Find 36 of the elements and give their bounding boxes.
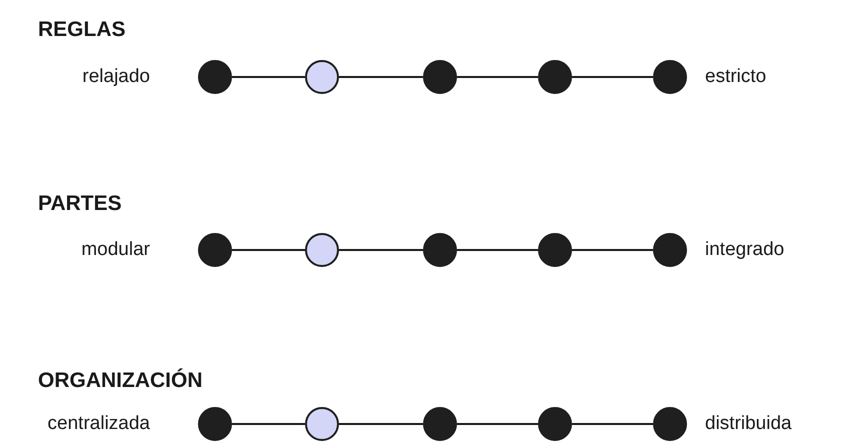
scale-dot — [198, 60, 232, 94]
scale-end-label: estricto — [705, 65, 766, 89]
connector-line — [572, 423, 653, 425]
selected-scale-dot — [305, 407, 339, 441]
scale-dot — [423, 407, 457, 441]
connector-line — [457, 423, 538, 425]
scale-end-label: integrado — [705, 238, 784, 262]
scale-dot — [653, 407, 687, 441]
scale-dot — [423, 233, 457, 267]
scale-heading: ORGANIZACIÓN — [38, 369, 202, 393]
scale-dot — [653, 60, 687, 94]
connector-line — [457, 249, 538, 251]
scale-dot — [653, 233, 687, 267]
scale-end-label: centralizada — [48, 412, 150, 436]
connector-line — [572, 76, 653, 78]
connector-line — [232, 76, 305, 78]
connector-line — [232, 249, 305, 251]
selected-scale-dot — [305, 233, 339, 267]
scale-dot — [198, 233, 232, 267]
connector-line — [339, 423, 423, 425]
connector-line — [457, 76, 538, 78]
scale-heading: REGLAS — [38, 18, 126, 42]
scale-dot — [538, 60, 572, 94]
selected-scale-dot — [305, 60, 339, 94]
connector-line — [339, 249, 423, 251]
scale-heading: PARTES — [38, 192, 122, 216]
scale-end-label: distribuida — [705, 412, 792, 436]
scale-end-label: modular — [81, 238, 150, 262]
scale-dot — [198, 407, 232, 441]
connector-line — [339, 76, 423, 78]
scale-dot — [538, 233, 572, 267]
scale-dot — [423, 60, 457, 94]
scale-dot — [538, 407, 572, 441]
scale-end-label: relajado — [82, 65, 150, 89]
connector-line — [232, 423, 305, 425]
connector-line — [572, 249, 653, 251]
